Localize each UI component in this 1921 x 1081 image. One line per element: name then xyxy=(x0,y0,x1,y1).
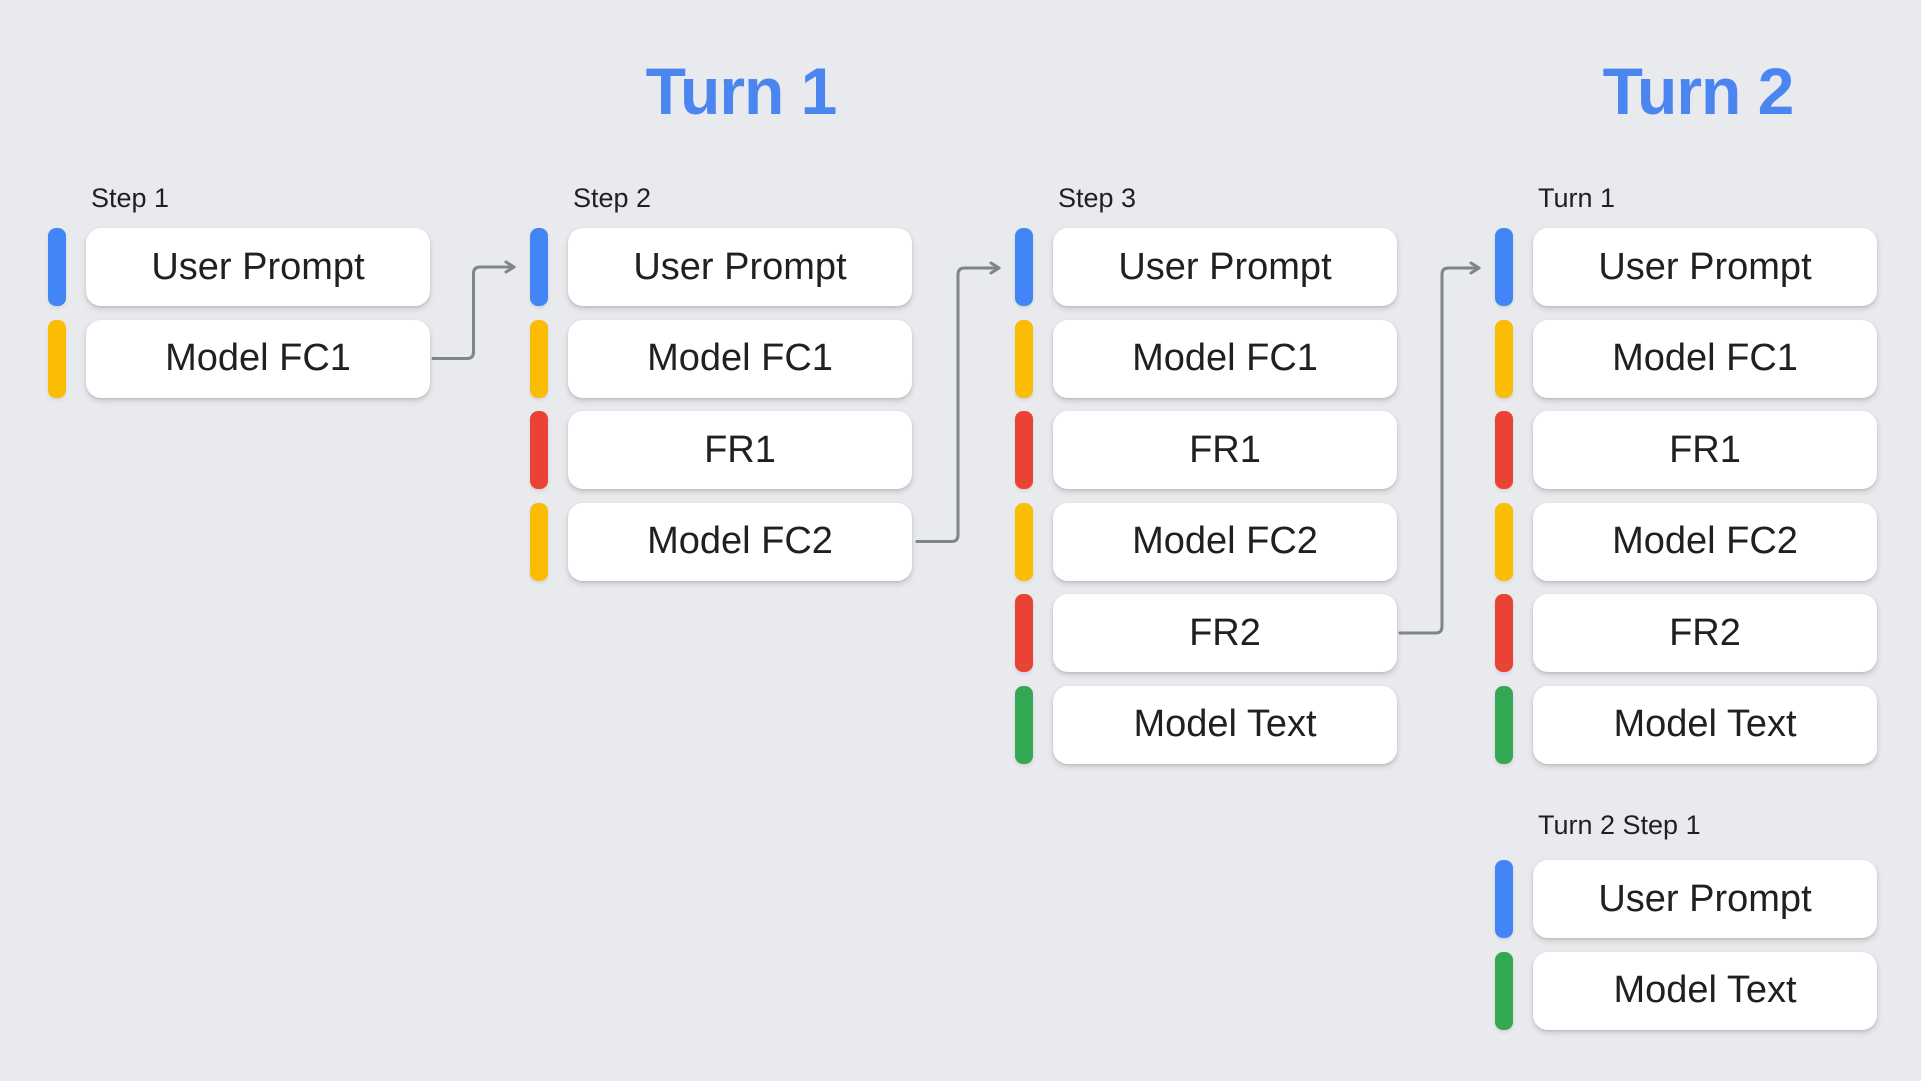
card-row: User Prompt xyxy=(48,228,430,306)
model-fc1-card: Model FC1 xyxy=(86,319,430,398)
function-call-role-bar xyxy=(530,502,548,581)
model-fc1-card: Model FC1 xyxy=(1533,319,1877,398)
fr2-card: FR2 xyxy=(1533,594,1877,672)
function-response-role-bar xyxy=(1495,411,1513,489)
user-role-bar xyxy=(1015,228,1033,306)
turn-2-title: Turn 2 xyxy=(1602,54,1795,128)
card-row: FR1 xyxy=(1495,411,1877,489)
column-turn-1-history: Turn 1 User Prompt Model FC1 FR1 xyxy=(1495,183,1877,764)
function-call-role-bar xyxy=(1495,502,1513,581)
card-label: FR1 xyxy=(704,428,776,471)
user-role-bar xyxy=(48,228,66,306)
card-row: FR1 xyxy=(1015,411,1397,489)
fr2-card: FR2 xyxy=(1053,594,1397,672)
arrow-step1-to-step2 xyxy=(431,260,516,360)
card-label: Model FC1 xyxy=(1612,337,1798,379)
card-label: FR2 xyxy=(1669,611,1741,654)
card-label: FR1 xyxy=(1669,428,1741,471)
card-row: FR1 xyxy=(530,411,912,489)
column-label: Step 1 xyxy=(91,183,170,213)
card-label: User Prompt xyxy=(1598,877,1812,920)
card-label: FR2 xyxy=(1189,611,1261,654)
card-row: Model FC2 xyxy=(1495,502,1877,581)
card-row: Model FC1 xyxy=(1495,319,1877,398)
arrow-step2-to-step3 xyxy=(915,261,1001,543)
model-fc1-card: Model FC1 xyxy=(1053,319,1397,398)
column-turn-2-step-1: Turn 2 Step 1 User Prompt Model Text xyxy=(1495,810,1877,1030)
card-row: Model Text xyxy=(1495,951,1877,1030)
user-prompt-card: User Prompt xyxy=(1533,860,1877,938)
card-label: Model Text xyxy=(1133,703,1317,745)
card-row: FR2 xyxy=(1495,594,1877,672)
model-text-role-bar xyxy=(1495,951,1513,1030)
function-response-role-bar xyxy=(530,411,548,489)
card-row: User Prompt xyxy=(530,228,912,306)
fr1-card: FR1 xyxy=(1533,411,1877,489)
model-fc2-card: Model FC2 xyxy=(1533,502,1877,581)
fr1-card: FR1 xyxy=(568,411,912,489)
card-row: FR2 xyxy=(1015,594,1397,672)
function-response-role-bar xyxy=(1495,594,1513,672)
card-label: Model FC2 xyxy=(647,520,833,562)
user-prompt-card: User Prompt xyxy=(86,228,430,306)
card-label: Model FC1 xyxy=(1132,337,1318,379)
model-text-card: Model Text xyxy=(1533,951,1877,1030)
card-row: Model FC2 xyxy=(530,502,912,581)
user-prompt-card: User Prompt xyxy=(1533,228,1877,306)
card-row: Model Text xyxy=(1015,685,1397,764)
card-label: User Prompt xyxy=(151,245,365,288)
model-text-card: Model Text xyxy=(1533,685,1877,764)
card-row: User Prompt xyxy=(1495,228,1877,306)
card-label: User Prompt xyxy=(633,245,847,288)
card-row: Model Text xyxy=(1495,685,1877,764)
card-row: User Prompt xyxy=(1015,228,1397,306)
column-step-3: Step 3 User Prompt Model FC1 FR1 xyxy=(1015,183,1397,764)
column-step-2: Step 2 User Prompt Model FC1 FR1 xyxy=(530,183,912,581)
model-text-role-bar xyxy=(1015,685,1033,764)
card-label: Model FC1 xyxy=(647,337,833,379)
function-call-role-bar xyxy=(1495,319,1513,398)
fr1-card: FR1 xyxy=(1053,411,1397,489)
card-row: Model FC1 xyxy=(48,319,430,398)
card-label: FR1 xyxy=(1189,428,1261,471)
card-row: Model FC1 xyxy=(1015,319,1397,398)
function-call-role-bar xyxy=(1015,319,1033,398)
user-role-bar xyxy=(530,228,548,306)
user-role-bar xyxy=(1495,860,1513,938)
card-row: Model FC2 xyxy=(1015,502,1397,581)
model-text-card: Model Text xyxy=(1053,685,1397,764)
card-label: Model Text xyxy=(1613,703,1797,745)
function-call-role-bar xyxy=(1015,502,1033,581)
arrow-step3-to-turn1 xyxy=(1398,261,1481,635)
card-label: User Prompt xyxy=(1118,245,1332,288)
column-label: Step 2 xyxy=(573,183,652,213)
function-response-role-bar xyxy=(1015,411,1033,489)
user-prompt-card: User Prompt xyxy=(1053,228,1397,306)
turn-1-title: Turn 1 xyxy=(645,54,838,128)
column-label: Turn 2 Step 1 xyxy=(1538,810,1701,840)
model-fc1-card: Model FC1 xyxy=(568,319,912,398)
card-label: Model FC2 xyxy=(1612,520,1798,562)
column-label: Step 3 xyxy=(1058,183,1137,213)
function-call-role-bar xyxy=(530,319,548,398)
card-row: Model FC1 xyxy=(530,319,912,398)
card-label: User Prompt xyxy=(1598,245,1812,288)
column-step-1: Step 1 User Prompt Model FC1 xyxy=(48,183,430,398)
column-label: Turn 1 xyxy=(1538,183,1616,213)
function-call-role-bar xyxy=(48,319,66,398)
card-row: User Prompt xyxy=(1495,860,1877,938)
card-label: Model Text xyxy=(1613,969,1797,1011)
model-text-role-bar xyxy=(1495,685,1513,764)
model-fc2-card: Model FC2 xyxy=(1053,502,1397,581)
user-role-bar xyxy=(1495,228,1513,306)
user-prompt-card: User Prompt xyxy=(568,228,912,306)
card-label: Model FC1 xyxy=(165,337,351,379)
function-response-role-bar xyxy=(1015,594,1033,672)
model-fc2-card: Model FC2 xyxy=(568,502,912,581)
card-label: Model FC2 xyxy=(1132,520,1318,562)
